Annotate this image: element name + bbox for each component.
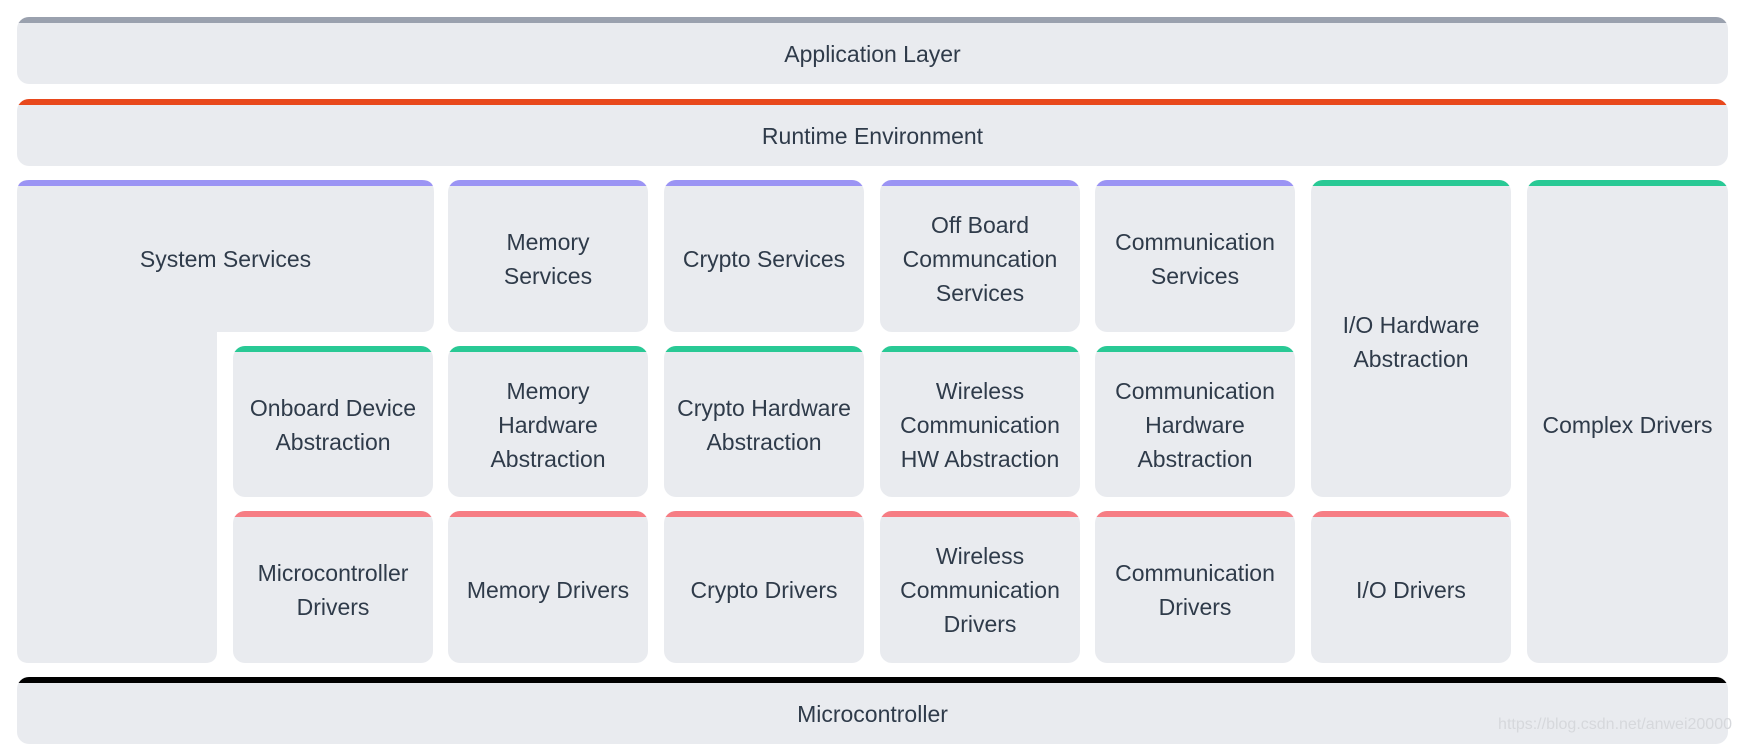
communication-services: Communication Services [1095, 180, 1295, 332]
communication-drivers: Communication Drivers [1095, 511, 1295, 663]
watermark-text: https://blog.csdn.net/anwei20000 [1498, 716, 1732, 733]
wireless-communication-drivers: Wireless Communication Drivers [880, 511, 1080, 663]
wireless-communication-drivers-label: Wireless Communication Drivers [900, 543, 1060, 637]
io-drivers: I/O Drivers [1311, 511, 1511, 663]
memory-drivers-label: Memory Drivers [466, 577, 630, 603]
crypto-drivers-label: Crypto Drivers [690, 577, 838, 603]
communication-hardware-abstraction-label: Communication Hardware Abstraction [1115, 377, 1275, 472]
runtime-environment-layer: Runtime Environment [17, 99, 1728, 166]
memory-services-label: Memory Services [503, 229, 593, 289]
crypto-hardware-abstraction-label: Crypto Hardware Abstraction [677, 394, 851, 455]
onboard-device-abstraction: Onboard Device Abstraction [233, 346, 433, 497]
crypto-services-label: Crypto Services [682, 246, 846, 272]
memory-services: Memory Services [448, 180, 648, 332]
io-hardware-abstraction-label: I/O Hardware Abstraction [1342, 311, 1480, 372]
crypto-drivers: Crypto Drivers [664, 511, 864, 663]
crypto-services: Crypto Services [664, 180, 864, 332]
offboard-communication-services-label: Off Board Communcation Services [902, 212, 1058, 306]
communication-drivers-label: Communication Drivers [1115, 560, 1275, 620]
memory-hardware-abstraction: Memory Hardware Abstraction [448, 346, 648, 497]
runtime-environment-label: Runtime Environment [761, 122, 984, 149]
offboard-communication-services: Off Board Communcation Services [880, 180, 1080, 332]
communication-services-label: Communication Services [1115, 229, 1275, 289]
io-drivers-label: I/O Drivers [1356, 577, 1466, 603]
system-services-label: System Services [139, 246, 312, 272]
complex-drivers: Complex Drivers [1527, 180, 1728, 663]
microcontroller-label: Microcontroller [797, 700, 948, 727]
microcontroller-drivers-label: Microcontroller Drivers [257, 560, 409, 620]
memory-drivers: Memory Drivers [448, 511, 648, 663]
complex-drivers-label: Complex Drivers [1542, 411, 1713, 438]
memory-hardware-abstraction-label: Memory Hardware Abstraction [490, 377, 606, 472]
wireless-communication-hw-abstraction-label: Wireless Communication HW Abstraction [900, 377, 1060, 472]
onboard-device-abstraction-label: Onboard Device Abstraction [249, 394, 417, 455]
communication-hardware-abstraction: Communication Hardware Abstraction [1095, 346, 1295, 497]
application-layer: Application Layer [17, 17, 1728, 84]
wireless-communication-hw-abstraction: Wireless Communication HW Abstraction [880, 346, 1080, 497]
crypto-hardware-abstraction: Crypto Hardware Abstraction [664, 346, 864, 497]
io-hardware-abstraction: I/O Hardware Abstraction [1311, 180, 1511, 497]
application-layer-label: Application Layer [784, 40, 961, 67]
microcontroller-layer: Microcontroller [17, 677, 1728, 744]
microcontroller-drivers: Microcontroller Drivers [233, 511, 433, 663]
